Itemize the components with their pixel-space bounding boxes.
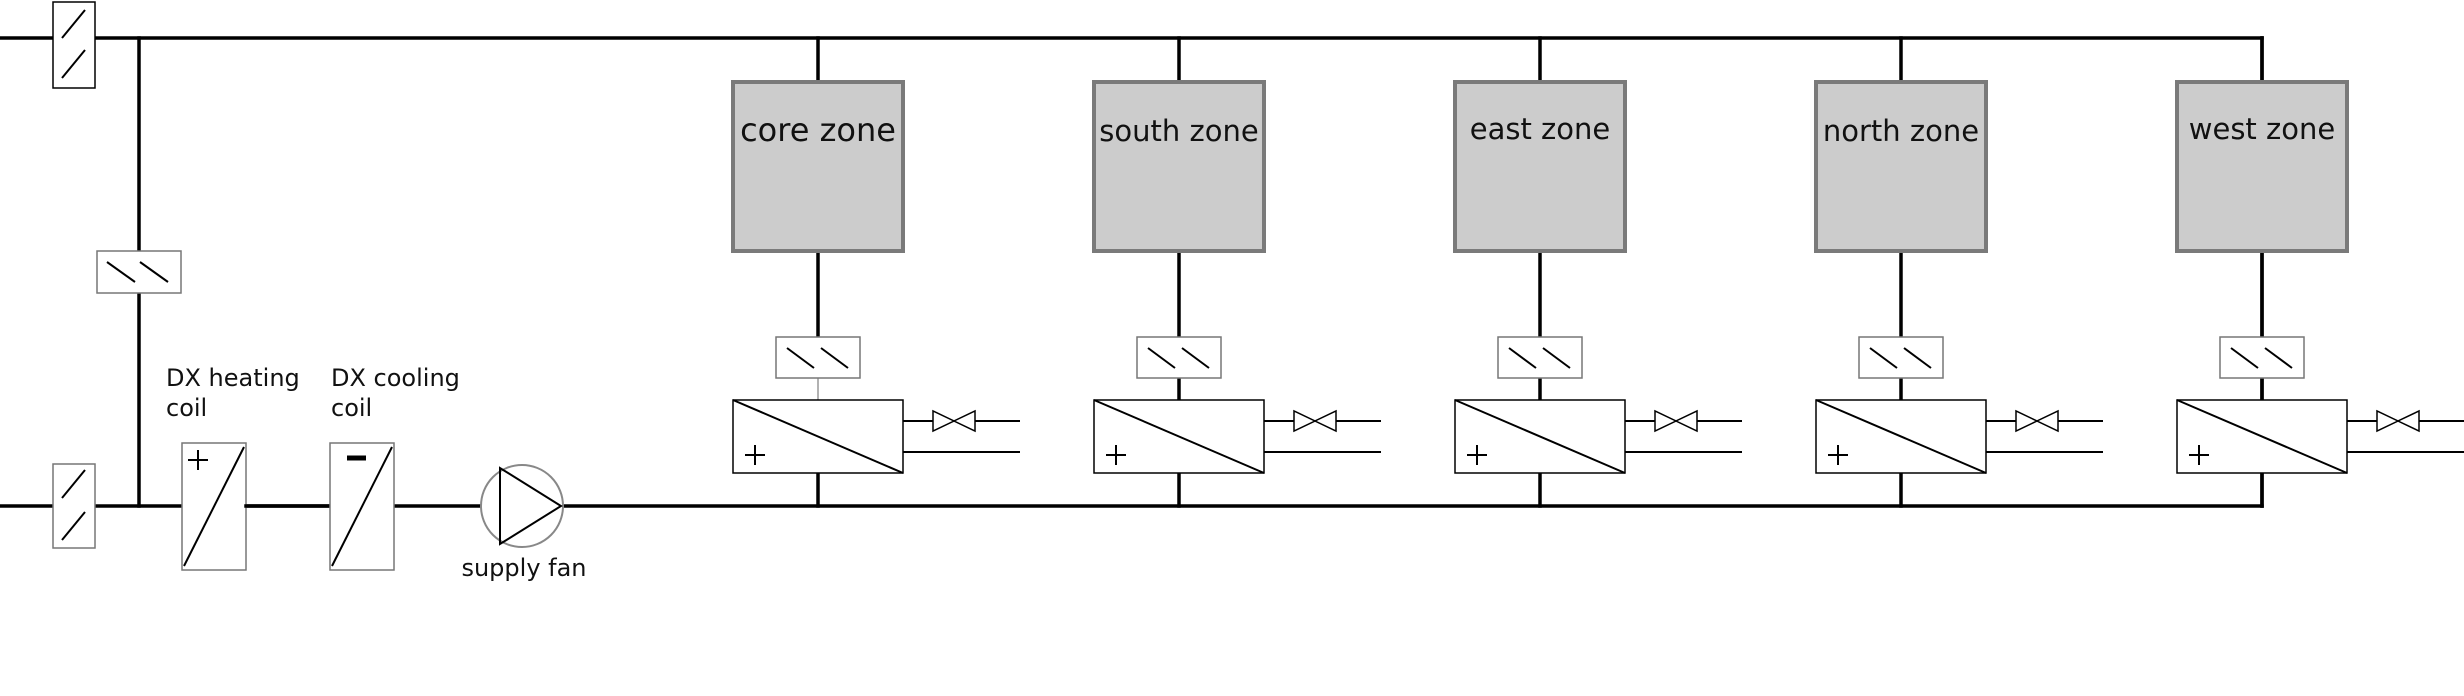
valve-icon [1293,409,1337,433]
relief-air-damper [52,1,96,89]
valve-icon [932,409,976,433]
reheat-coil-icon [2176,399,2348,474]
fan-icon [499,466,563,546]
valve-icon [2376,409,2420,433]
zone-branch: west zone [2175,36,2464,508]
zone-branch: core zone [731,36,1020,508]
fan-label: supply fan [461,554,586,582]
dx-cooling-coil: DX cooling coil [329,364,460,571]
zone-box [1092,80,1266,253]
zone-label: west zone [2189,112,2335,146]
damper-icon [1136,336,1222,379]
heating-coil-label-line2: coil [166,394,207,422]
damper-icon [2219,336,2305,379]
cooling-coil-label-line1: DX cooling [331,364,460,392]
reheat-coil-icon [732,399,904,474]
damper-icon [775,336,861,379]
zone-box [1814,80,1988,253]
valve-icon [2015,409,2059,433]
reheat-coil-icon [1093,399,1265,474]
valve-icon [1654,409,1698,433]
reheat-coil-icon [1454,399,1626,474]
zone-branch: north zone [1814,36,2103,508]
zone-label: south zone [1099,114,1258,148]
damper-icon [1858,336,1944,379]
dx-heating-coil: DX heating coil [166,364,300,571]
cooling-coil-label-line2: coil [331,394,372,422]
zones: core zone south zone east zone north zone we… [731,36,2464,508]
reheat-coil-icon [1815,399,1987,474]
outdoor-air-damper [52,463,96,549]
zone-label: core zone [740,111,896,149]
zone-box [2175,80,2349,253]
zone-branch: east zone [1453,36,1742,508]
damper-icon [1497,336,1583,379]
heating-coil-label-line1: DX heating [166,364,300,392]
zone-label: north zone [1823,114,1979,148]
zone-label: east zone [1470,112,1611,146]
return-air-damper [96,250,182,294]
supply-fan: supply fan [461,464,587,582]
zone-box [731,80,905,253]
zone-branch: south zone [1092,36,1381,508]
zone-box [1453,80,1627,253]
